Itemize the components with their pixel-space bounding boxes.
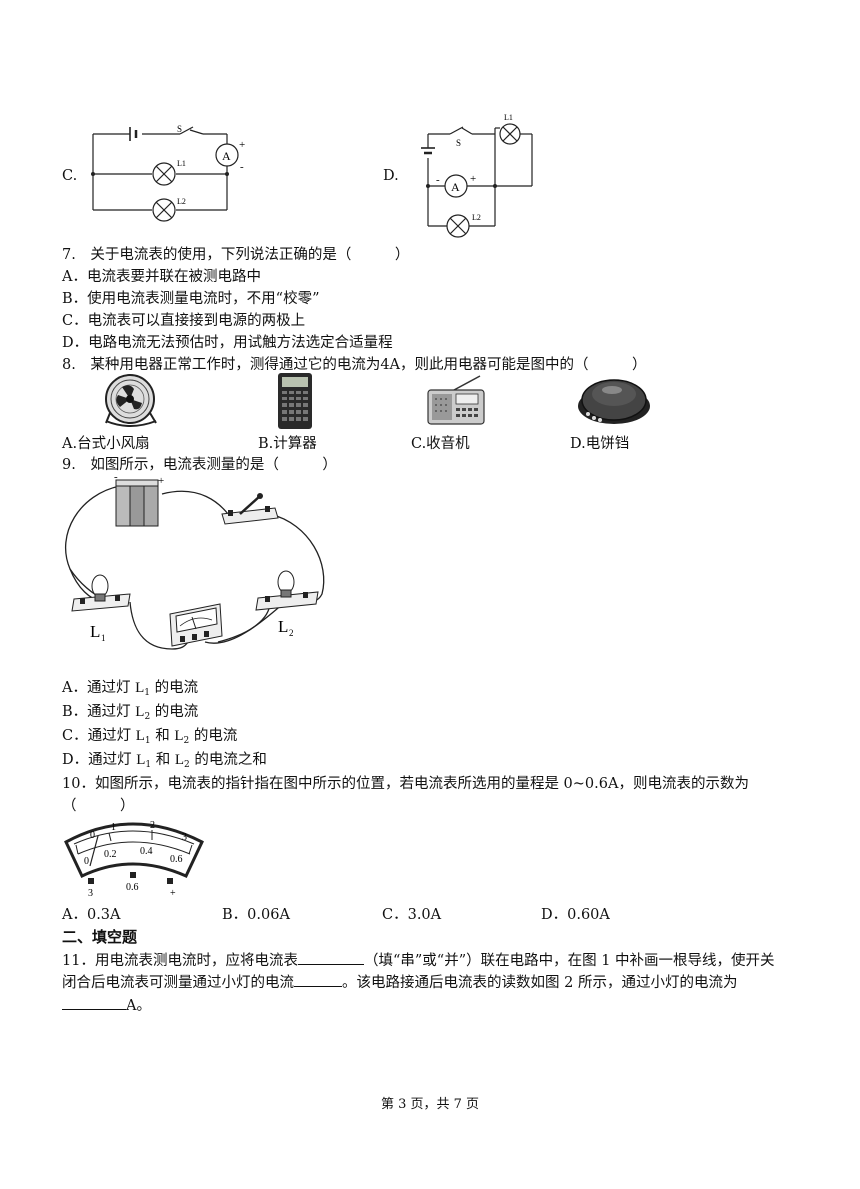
upper-tick-3: 3	[182, 832, 187, 843]
q10-option-b: B．0.06A	[222, 907, 290, 923]
circuit-diagram-c: S A + - L1 L2	[91, 124, 245, 222]
q7-option-b: B．使用电流表测量电流时，不用“校零”	[62, 291, 320, 307]
q7-option-a: A．电流表要并联在被测电路中	[62, 269, 261, 285]
page-footer: 第 3 页，共 7 页	[380, 1097, 480, 1112]
terminal-3: 3	[88, 888, 93, 898]
lower-tick-04: 0.4	[140, 846, 153, 857]
q9-stem: 9. 如图所示，电流表测量的是（ ）	[62, 457, 337, 473]
plus-sign: +	[239, 139, 245, 151]
pancake-pan-image	[578, 379, 650, 424]
lower-tick-02: 0.2	[104, 849, 117, 860]
lamp-label-l2: L2	[472, 213, 481, 222]
ammeter-symbol: A	[222, 149, 231, 163]
terminal-plus: +	[170, 888, 176, 898]
q7-option-c: C．电流表可以直接接到电源的两极上	[62, 313, 306, 329]
q10-option-c: C．3.0A	[382, 907, 442, 923]
q9-option-c: C．通过灯 L1 和 L2 的电流	[62, 728, 238, 746]
q9-circuit-figure: - + L 1 L 2	[65, 474, 325, 650]
q10-option-a: A．0.3A	[62, 907, 121, 923]
lamp-label-l1: L1	[177, 159, 186, 168]
q11-line1: 11．用电流表测电流时，应将电流表（填“串”或“并”）联在电路中，在图 1 中补…	[62, 949, 775, 970]
battery-minus: -	[114, 474, 118, 483]
q8-option-a: A.台式小风扇	[62, 436, 150, 452]
ammeter-needle	[89, 835, 99, 867]
circuit-diagram-d: S A - + L1 L2	[421, 113, 533, 238]
lamp-label-l2: L	[278, 617, 288, 636]
q9-option-a: A．通过灯 L1 的电流	[62, 680, 199, 698]
q9-option-b: B．通过灯 L2 的电流	[62, 704, 199, 722]
plus-sign: +	[470, 173, 476, 185]
q10-stem-line2: （ ）	[62, 798, 135, 814]
switch-label: S	[177, 124, 182, 134]
ammeter-dial-figure: 0 1 2 3 0 0.2 0.4 0.6 3 0.6 +	[64, 820, 204, 898]
lamp-label-l2: L2	[177, 197, 186, 206]
q10-stem-line1: 10．如图所示，电流表的指针指在图中所示的位置，若电流表所选用的量程是 0~0.…	[62, 776, 749, 792]
upper-tick-2: 2	[150, 820, 155, 831]
q8-option-d: D.电饼铛	[570, 436, 630, 452]
lower-tick-06: 0.6	[170, 854, 183, 865]
fan-image	[105, 374, 157, 427]
minus-sign: -	[436, 174, 440, 186]
minus-sign: -	[240, 161, 244, 173]
terminal-06: 0.6	[126, 882, 139, 893]
option-d-label: D.	[383, 168, 399, 184]
q8-stem: 8. 某种用电器正常工作时，测得通过它的电流为4A，则此用电器可能是图中的（ ）	[62, 357, 647, 373]
battery-plus: +	[158, 475, 164, 487]
q11-blank-3[interactable]	[62, 995, 126, 1010]
radio-image	[427, 375, 485, 425]
option-c-label: C.	[62, 168, 78, 184]
lamp-label-l1: L	[90, 622, 100, 641]
lower-tick-0: 0	[84, 856, 89, 867]
lamp-label-l2-sub: 2	[289, 628, 294, 638]
q11-line2: 闭合后电流表可测量通过小灯的电流。该电路接通后电流表的读数如图 2 所示，通过小…	[62, 971, 737, 992]
q7-stem: 7. 关于电流表的使用，下列说法正确的是（ ）	[62, 247, 410, 263]
section-heading-fill-blank: 二、填空题	[62, 928, 138, 946]
upper-tick-0: 0	[90, 830, 95, 841]
q8-option-c: C.收音机	[411, 436, 470, 452]
q9-option-d: D．通过灯 L1 和 L2 的电流之和	[62, 752, 267, 770]
lamp-label-l1-sub: 1	[101, 633, 106, 643]
q11-blank-2[interactable]	[294, 972, 342, 987]
switch-label: S	[456, 138, 461, 148]
q7-option-d: D．电路电流无法预估时，用试触方法选定合适量程	[62, 335, 393, 351]
ammeter-symbol: A	[451, 180, 460, 194]
q11-line3: A。	[62, 994, 151, 1015]
q10-option-d: D．0.60A	[541, 907, 610, 923]
q11-blank-1[interactable]	[297, 950, 364, 965]
lamp-label-l1: L1	[504, 113, 513, 122]
upper-tick-1: 1	[111, 822, 116, 833]
q8-option-b: B.计算器	[258, 436, 317, 452]
calculator-image	[278, 373, 312, 429]
